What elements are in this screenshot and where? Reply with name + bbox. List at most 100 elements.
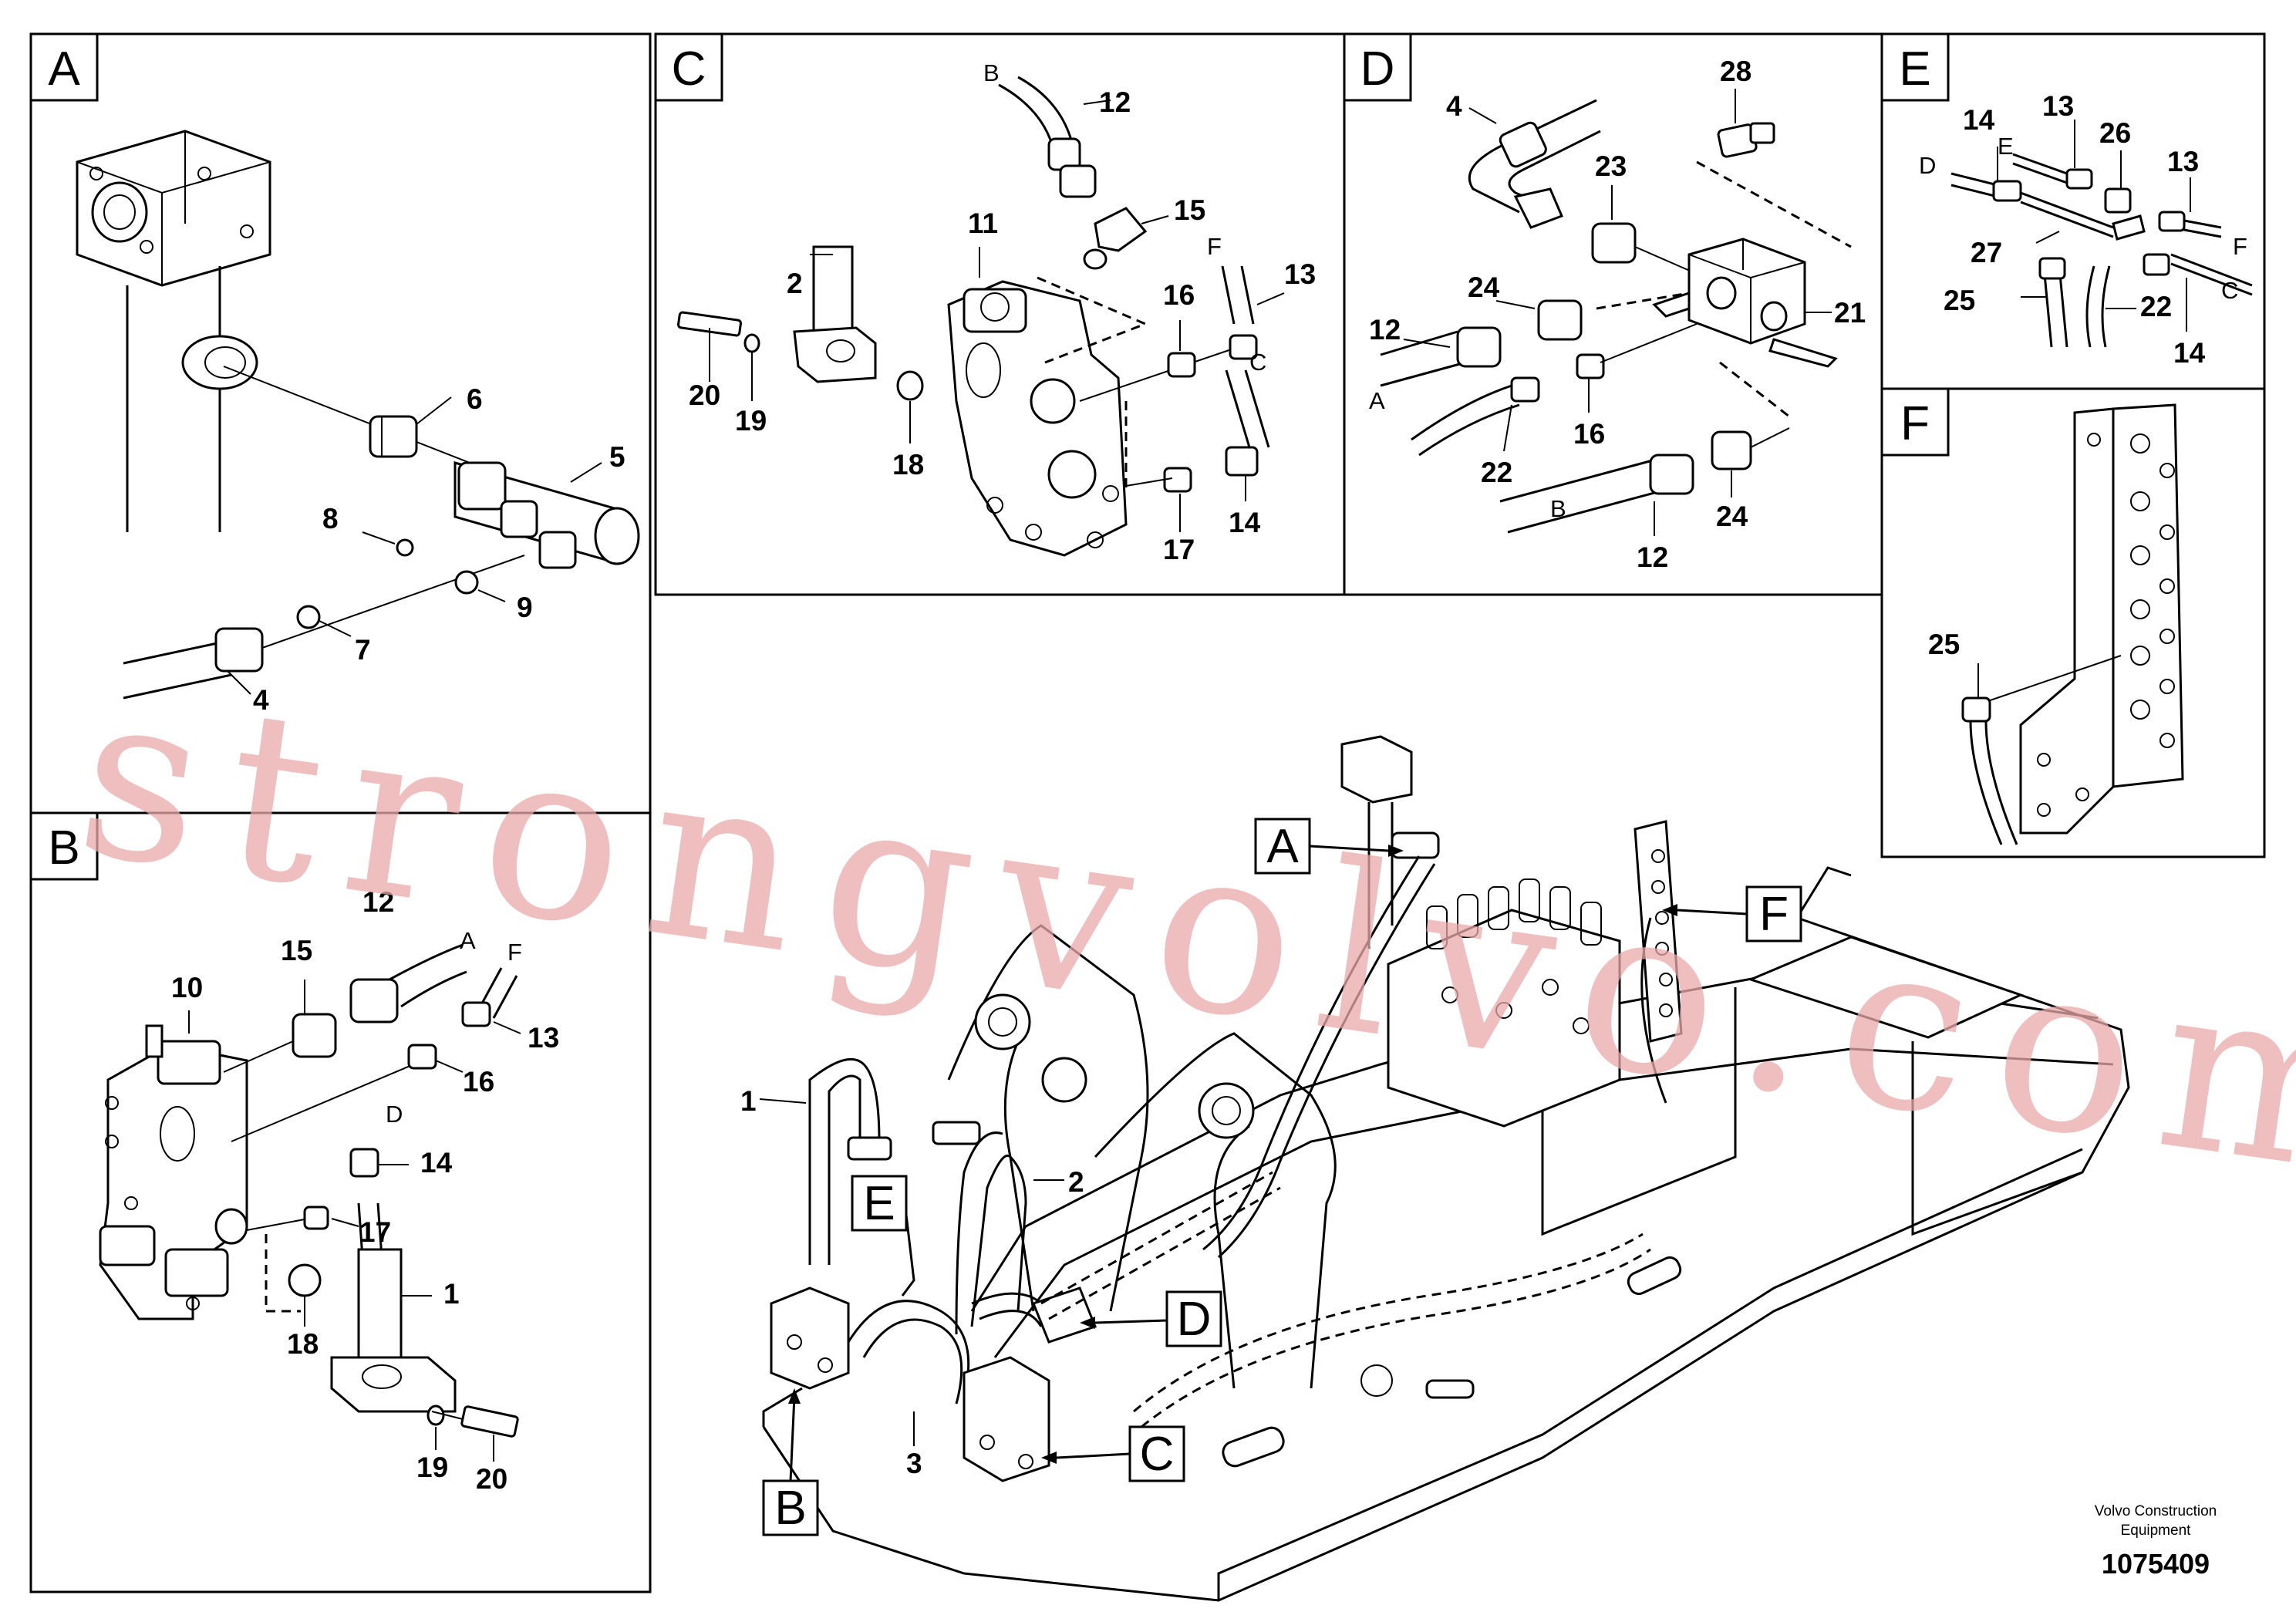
callout-22: 22 (2140, 291, 2172, 322)
panel-c-callouts: 12 11 15 2 13 16 20 19 18 14 17 B F C (689, 59, 1316, 565)
callout-4: 4 (1446, 90, 1462, 122)
callout-11: 11 (968, 207, 998, 239)
callout-15: 15 (281, 935, 312, 966)
callout-1: 1 (740, 1085, 757, 1117)
callout-15: 15 (1174, 194, 1205, 226)
panel-e-callouts: 14 13 26 13 27 25 22 14 D E F C (1919, 90, 2247, 369)
svg-text:B: B (774, 1482, 806, 1535)
svg-text:A: A (1266, 820, 1299, 873)
callout-16: 16 (1573, 418, 1605, 450)
callout-19: 19 (416, 1452, 448, 1483)
callout-28: 28 (1720, 56, 1752, 87)
panel-e-drawing (1950, 120, 2253, 348)
letter-f: F (2233, 233, 2247, 260)
overview-drawing (762, 735, 2130, 1602)
svg-text:F: F (1759, 888, 1789, 941)
panel-f-tag: F (1880, 387, 1950, 457)
overview-callouts: 1 2 3 (740, 1085, 1084, 1479)
callout-18: 18 (287, 1328, 319, 1360)
panel-b-callouts: 12 10 15 13 16 14 17 1 18 19 20 A F D (171, 886, 559, 1495)
callout-13: 13 (2167, 146, 2199, 177)
svg-text:F: F (1900, 397, 1930, 450)
callout-24: 24 (1716, 501, 1748, 532)
callout-14: 14 (1229, 507, 1261, 538)
callout-7: 7 (355, 634, 371, 666)
callout-20: 20 (476, 1463, 507, 1495)
svg-text:A: A (48, 42, 80, 96)
panel-c-drawing (677, 76, 1285, 557)
callout-5: 5 (609, 441, 625, 473)
callout-22: 22 (1481, 457, 1512, 488)
watermark: strongvolvo.com (65, 638, 2296, 1231)
callout-17: 17 (359, 1216, 391, 1248)
callout-20: 20 (689, 379, 720, 411)
callout-4: 4 (253, 684, 269, 716)
letter-f: F (1207, 233, 1222, 260)
callout-2: 2 (1068, 1166, 1084, 1198)
callout-18: 18 (892, 449, 924, 481)
svg-text:Equipment: Equipment (2121, 1523, 2192, 1539)
callout-12: 12 (1099, 86, 1131, 118)
callout-9: 9 (517, 592, 533, 623)
callout-3: 3 (906, 1448, 922, 1479)
svg-text:E: E (863, 1177, 895, 1230)
panel-a-tag: A (29, 32, 99, 102)
callout-1: 1 (443, 1278, 460, 1310)
letter-b: B (983, 59, 1000, 86)
callout-25: 25 (1944, 285, 1975, 316)
callout-12: 12 (362, 886, 394, 918)
callout-13: 13 (1284, 258, 1316, 290)
letter-d: D (386, 1101, 403, 1128)
svg-text:E: E (1899, 42, 1930, 96)
callout-14: 14 (1963, 104, 1995, 136)
panel-b-tag: B (29, 811, 99, 881)
overview-tag-f: F (1662, 885, 1802, 943)
overview-tag-c: C (1041, 1425, 1185, 1482)
callout-23: 23 (1595, 150, 1627, 182)
panel-b-drawing (99, 943, 521, 1462)
letter-c: C (1249, 349, 1266, 376)
callout-14: 14 (420, 1147, 453, 1179)
callout-24: 24 (1468, 271, 1500, 303)
letter-f: F (507, 939, 522, 966)
panel-a-callouts: 6 5 8 9 7 4 (253, 383, 625, 716)
callout-27: 27 (1971, 237, 2002, 268)
panel-c-tag: C (654, 32, 723, 102)
callout-2: 2 (787, 268, 803, 299)
overview-tag-b: B (762, 1388, 819, 1536)
svg-text:Volvo Construction: Volvo Construction (2095, 1503, 2217, 1519)
letter-a: A (460, 927, 476, 954)
callout-12: 12 (1637, 541, 1668, 573)
callout-17: 17 (1163, 534, 1195, 565)
panel-f-frame (1880, 387, 2266, 858)
overview-tag-d: D (1080, 1290, 1222, 1347)
panel-e-tag: E (1880, 32, 1950, 102)
callout-16: 16 (1163, 279, 1195, 311)
callout-21: 21 (1834, 297, 1866, 329)
panel-b-frame (29, 811, 652, 1593)
callout-14: 14 (2173, 337, 2206, 369)
svg-text:C: C (672, 42, 706, 96)
overview-tag-a: A (1254, 818, 1404, 875)
svg-text:B: B (48, 821, 79, 875)
letter-a: A (1369, 387, 1385, 414)
letter-c: C (2221, 277, 2238, 304)
callout-12: 12 (1369, 314, 1401, 346)
callout-10: 10 (171, 972, 203, 1003)
overview-tag-e: E (851, 1175, 915, 1297)
panel-d-tag: D (1343, 32, 1412, 102)
svg-text:D: D (1360, 42, 1395, 96)
letter-d: D (1919, 152, 1936, 179)
callout-19: 19 (735, 405, 767, 437)
footer-brand: Volvo Construction Equipment 1075409 (2095, 1503, 2217, 1580)
callout-13: 13 (2042, 90, 2074, 122)
callout-8: 8 (322, 503, 339, 534)
callout-16: 16 (463, 1066, 494, 1098)
panel-d-drawing (1380, 89, 1852, 536)
svg-text:D: D (1177, 1293, 1212, 1346)
callout-26: 26 (2099, 117, 2131, 149)
letter-b: B (1550, 495, 1566, 522)
document-number: 1075409 (2102, 1548, 2210, 1580)
panel-f-drawing (1961, 403, 2184, 845)
